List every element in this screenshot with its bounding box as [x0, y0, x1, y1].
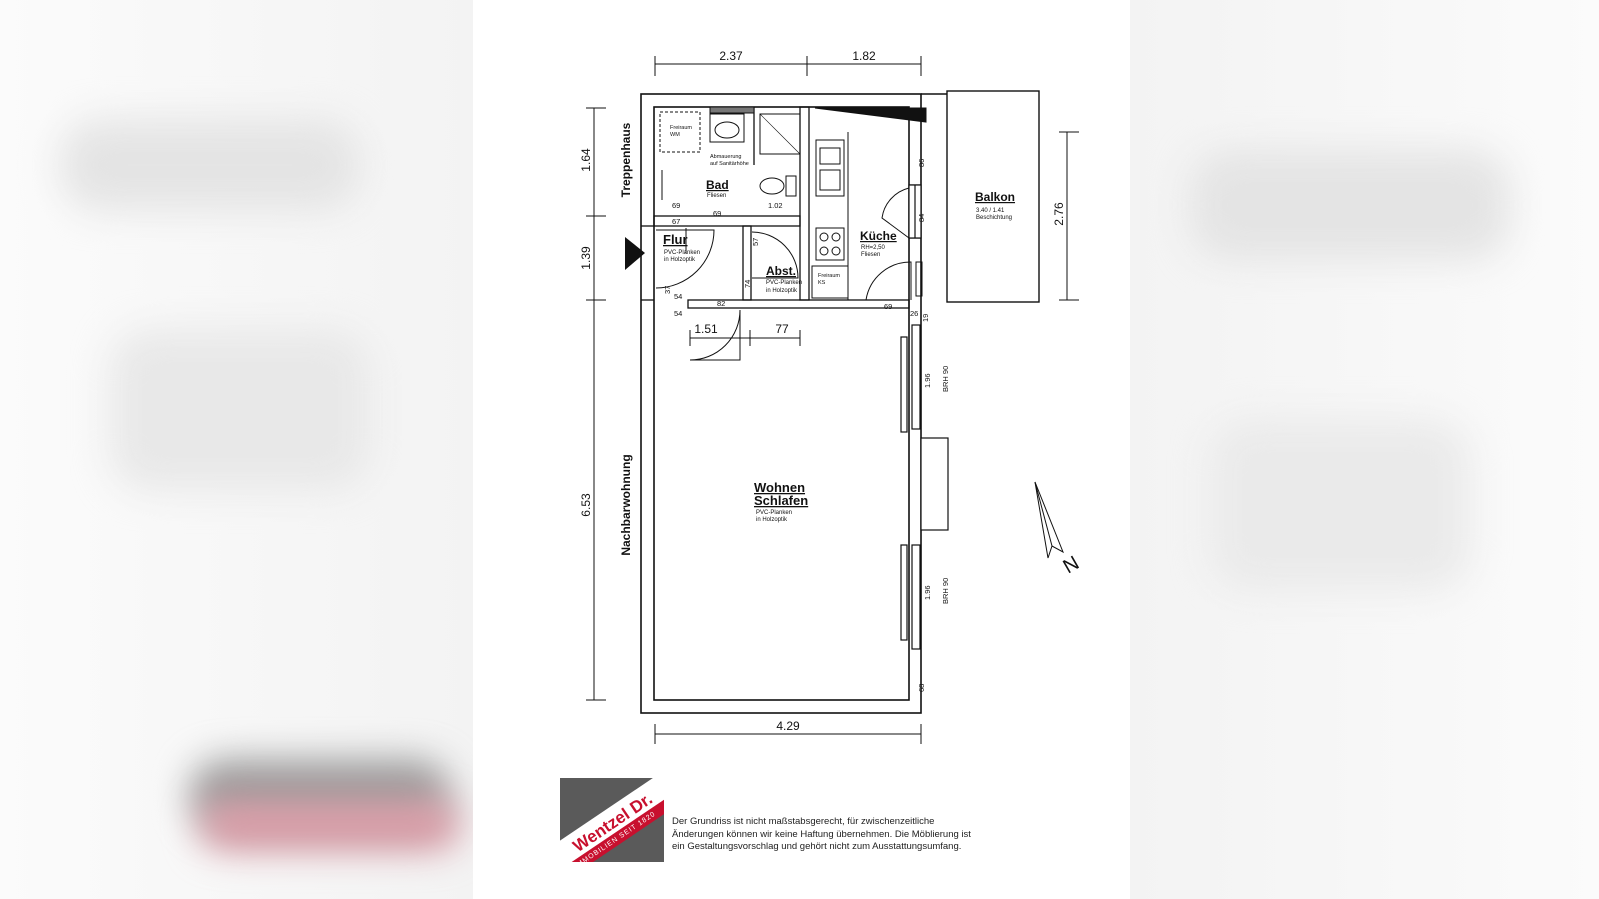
small-dim: 54 — [674, 309, 682, 318]
room-balkon: Balkon 3.40 / 1.41 Beschichtung — [975, 190, 1015, 221]
small-dim: 37 — [663, 286, 672, 294]
blurred-background-left — [0, 0, 473, 899]
note: Freiraum — [670, 125, 692, 131]
room-name: Balkon — [975, 190, 1015, 204]
room-name: Wohnen — [754, 480, 805, 495]
room-name: Schlafen — [754, 493, 808, 508]
small-dim: 57 — [751, 238, 760, 246]
small-dim: 86 — [917, 159, 926, 167]
small-dim: 26 — [910, 309, 918, 318]
room-name: Bad — [706, 178, 729, 192]
note: auf Sanitärhöhe — [710, 161, 749, 167]
room-floor: PVC-Planken — [766, 280, 802, 286]
small-dim: 69 — [672, 201, 680, 210]
small-dim: 68 — [917, 684, 926, 692]
company-logo: Wentzel Dr. IMMOBILIEN SEIT 1820 — [560, 778, 664, 862]
dim-left-top: 1.64 — [579, 148, 593, 172]
window-label: 1.96 — [923, 585, 932, 600]
entry-arrow-icon — [625, 237, 645, 270]
outer-walls — [640, 93, 922, 714]
small-dim: 1.02 — [768, 201, 783, 210]
dim-left-mid: 1.39 — [579, 246, 593, 270]
dim-left-bottom: 6.53 — [579, 493, 593, 517]
room-name: Küche — [860, 229, 897, 243]
room-floor: in Holzoptik — [756, 517, 788, 523]
room-floor: Fliesen — [707, 193, 726, 199]
room-name: Abst. — [766, 264, 796, 278]
dim-top-left: 2.37 — [719, 49, 743, 63]
neighbor-apartment-label: Nachbarwohnung — [619, 454, 633, 555]
dim-passage-1: 1.51 — [694, 322, 718, 336]
floorplan-sheet — [473, 0, 1130, 899]
freiraum-ks: Freiraum KS — [818, 273, 840, 286]
room-detail: 3.40 / 1.41 — [976, 208, 1005, 214]
small-dim: 69 — [713, 209, 721, 218]
small-dim: 19 — [921, 314, 930, 322]
room-kueche: Küche RH=2,50 Fliesen — [860, 229, 897, 258]
note: Freiraum — [818, 273, 840, 279]
interior-walls — [641, 106, 921, 309]
dim-balcony-height: 2.76 — [1052, 202, 1066, 226]
room-floor: PVC-Planken — [756, 510, 792, 516]
room-floor: in Holzoptik — [766, 288, 798, 294]
small-dimension-labels: 69 67 69 57 37 74 54 54 82 1.02 86 84 69… — [663, 159, 950, 692]
room-floor: PVC-Planken — [664, 250, 700, 256]
room-detail: RH=2,50 — [861, 245, 886, 251]
abmauerung-note: Abmauerung auf Sanitärhöhe — [710, 154, 749, 167]
window-label: BRH 90 — [941, 366, 950, 392]
small-dim: 74 — [743, 280, 752, 288]
disclaimer-text: Der Grundriss ist nicht maßstabsgerecht,… — [672, 816, 971, 852]
small-dim: 54 — [674, 292, 682, 301]
freiraum-wm: Freiraum WM — [670, 125, 692, 138]
dim-top-right: 1.82 — [852, 49, 876, 63]
north-label: N — [1060, 552, 1084, 578]
balcony — [921, 90, 1040, 303]
doors — [655, 187, 912, 361]
small-dim: 82 — [717, 299, 725, 308]
room-wohnen: Wohnen Schlafen PVC-Planken in Holzoptik — [754, 480, 808, 523]
room-abst: Abst. PVC-Planken in Holzoptik — [766, 264, 802, 294]
room-floor: Fliesen — [861, 252, 880, 258]
note: KS — [818, 280, 826, 286]
dim-passage-2: 77 — [775, 322, 789, 336]
room-name: Flur — [663, 232, 688, 247]
small-dim: 84 — [917, 214, 926, 222]
note: Abmauerung — [710, 154, 742, 160]
north-arrow-icon: N — [1034, 481, 1084, 578]
window-label: 1.96 — [923, 373, 932, 388]
dim-bottom: 4.29 — [776, 719, 800, 733]
window-label: BRH 90 — [941, 578, 950, 604]
windows — [900, 184, 949, 650]
fixtures — [659, 106, 927, 300]
blurred-background-right — [1130, 0, 1599, 899]
stairwell-label: Treppenhaus — [619, 122, 633, 197]
room-floor: in Holzoptik — [664, 257, 696, 263]
small-dim: 67 — [672, 217, 680, 226]
small-dim: 69 — [884, 302, 892, 311]
note: WM — [670, 132, 680, 138]
room-flur: Flur PVC-Planken in Holzoptik — [663, 232, 700, 263]
room-bad: Bad Fliesen — [706, 178, 729, 199]
dimension-lines — [586, 56, 1079, 744]
room-floor: Beschichtung — [976, 215, 1012, 221]
